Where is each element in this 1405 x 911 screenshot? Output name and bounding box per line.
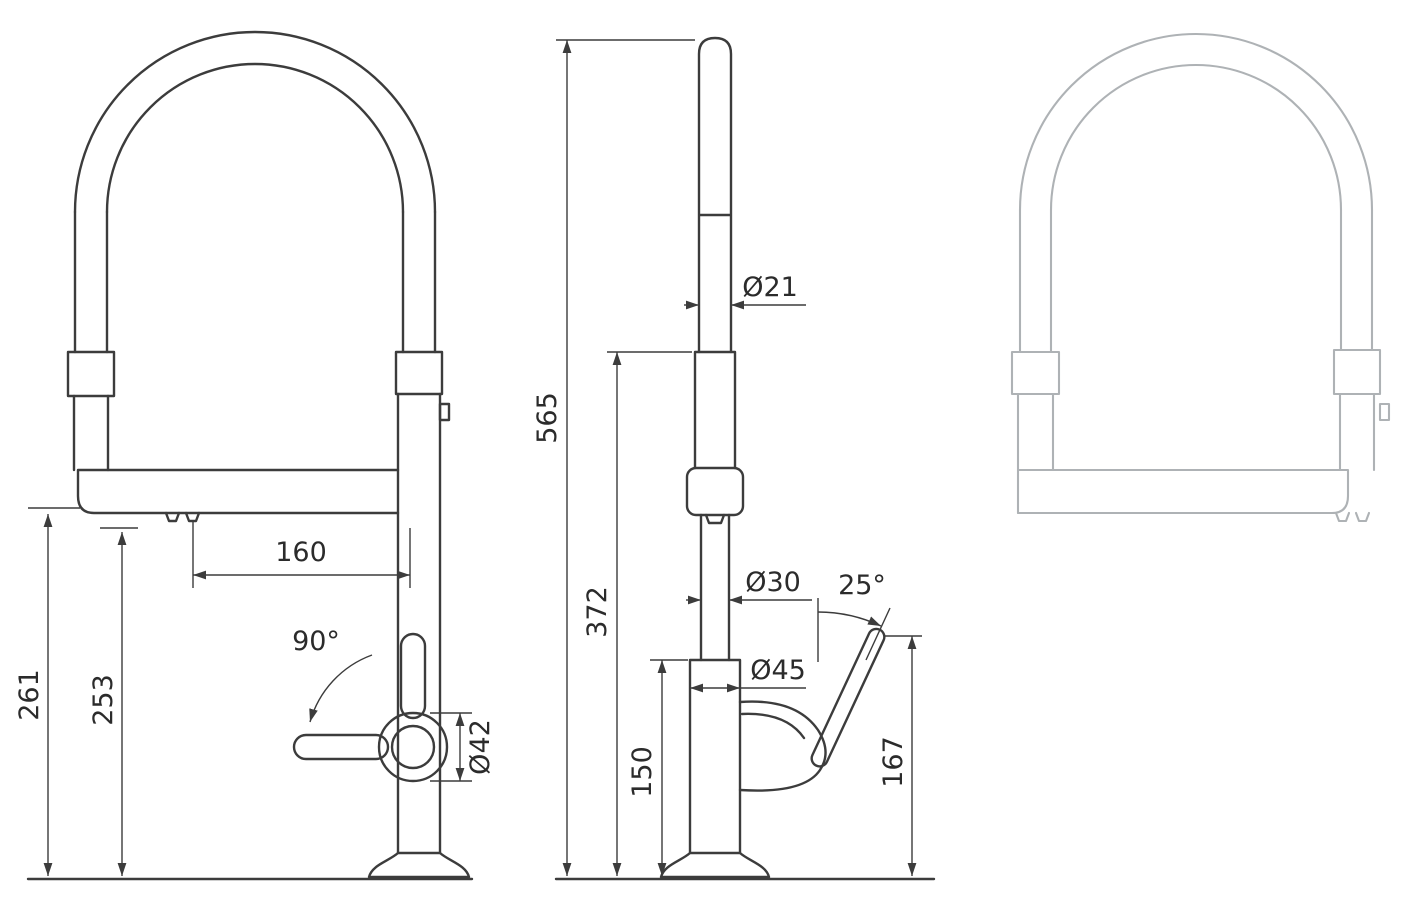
release-button bbox=[438, 402, 451, 422]
front-view-dimensions: 261 253 160 90° Ø42 bbox=[14, 507, 496, 876]
hose-pipe bbox=[697, 36, 733, 354]
hose-arch-outer bbox=[1018, 33, 1374, 212]
dim-lever-angle-label: 25° bbox=[838, 570, 886, 601]
body-collar bbox=[1010, 350, 1061, 396]
dim-outlet-height-label: 261 bbox=[14, 669, 45, 721]
perspective-view bbox=[1010, 33, 1391, 523]
handle-lever-vertical bbox=[399, 632, 427, 720]
dim-body-diameter-label: Ø45 bbox=[750, 655, 806, 686]
dim-column-diameter-label: Ø30 bbox=[745, 567, 801, 598]
column-pipe bbox=[699, 513, 731, 662]
dim-body-diameter: Ø45 bbox=[690, 655, 806, 693]
dim-lever-height-label: 167 bbox=[878, 736, 909, 788]
dim-aerator-height: 253 bbox=[88, 527, 138, 876]
hose-arch-outer bbox=[73, 30, 437, 214]
dim-total-height: 565 bbox=[532, 39, 695, 876]
body-column bbox=[396, 392, 442, 855]
dim-spout-height-label: 372 bbox=[582, 586, 613, 638]
dim-body-height-label: 150 bbox=[627, 746, 658, 798]
spout-arm bbox=[1016, 468, 1350, 515]
dim-hose-diameter-label: Ø21 bbox=[742, 272, 798, 303]
aerator-nub bbox=[704, 513, 726, 525]
release-button bbox=[1378, 402, 1391, 422]
side-view-dimensions: 565 372 Ø21 Ø30 Ø45 150 bbox=[532, 39, 922, 876]
hose-legs bbox=[1018, 208, 1374, 354]
dim-spout-height: 372 bbox=[582, 351, 692, 876]
hose-arch-inner bbox=[105, 62, 405, 214]
spray-head-collar bbox=[1332, 348, 1382, 396]
dim-handle-diameter-label: Ø42 bbox=[465, 719, 496, 775]
spray-head-body bbox=[72, 394, 110, 472]
hose-arch-inner bbox=[1049, 63, 1343, 212]
handle-boss-inner bbox=[390, 724, 436, 770]
spray-head-body bbox=[1338, 392, 1376, 472]
body-collar bbox=[394, 350, 444, 396]
dim-outlet-height: 261 bbox=[14, 507, 80, 876]
handle-boss-outer bbox=[377, 711, 449, 783]
dim-handle-diameter: Ø42 bbox=[430, 712, 496, 782]
angle-arc bbox=[817, 611, 882, 627]
handle-mount-seam bbox=[740, 712, 806, 740]
front-view bbox=[66, 30, 471, 879]
dim-reach: 160 bbox=[192, 521, 411, 588]
dim-total-height-label: 565 bbox=[532, 392, 563, 444]
handle-lever bbox=[810, 627, 886, 768]
dim-handle-rotation-label: 90° bbox=[292, 626, 340, 657]
base-flare bbox=[367, 851, 471, 879]
body-cylinder bbox=[688, 658, 742, 855]
base-flare bbox=[659, 851, 771, 879]
spray-head-collar bbox=[66, 350, 116, 398]
dim-column-diameter: Ø30 bbox=[686, 567, 812, 605]
body-column bbox=[1016, 392, 1055, 515]
spout-upper-section bbox=[693, 350, 737, 470]
handle-mount bbox=[738, 700, 827, 792]
dim-body-height: 150 bbox=[627, 659, 688, 876]
handle-lever-horizontal bbox=[292, 733, 390, 761]
lever-axis-line bbox=[865, 607, 891, 661]
dim-handle-rotation: 90° bbox=[292, 626, 373, 723]
dim-lever-height: 167 bbox=[878, 635, 922, 876]
spout-arm-profile bbox=[685, 466, 745, 517]
rotation-arc bbox=[309, 654, 373, 723]
side-view bbox=[659, 36, 886, 879]
aerator-nubs bbox=[1334, 511, 1371, 523]
dim-aerator-height-label: 253 bbox=[88, 674, 119, 726]
hose-legs bbox=[73, 210, 437, 354]
dim-hose-diameter: Ø21 bbox=[684, 272, 806, 310]
dim-lever-angle: 25° bbox=[817, 570, 891, 662]
spout-arm bbox=[76, 468, 400, 515]
dim-reach-label: 160 bbox=[275, 537, 327, 568]
